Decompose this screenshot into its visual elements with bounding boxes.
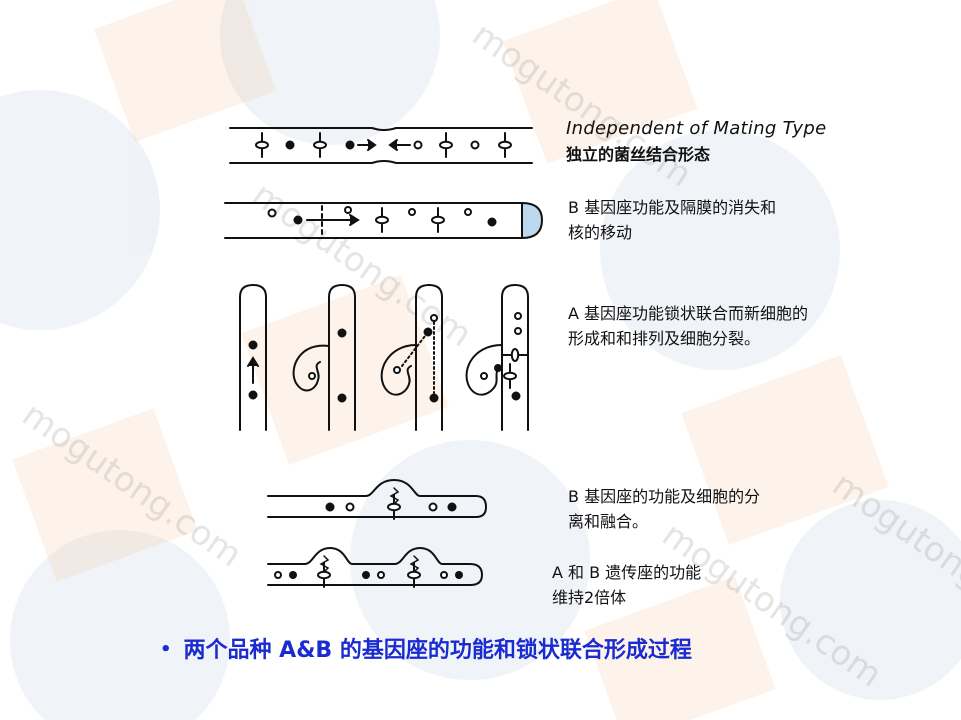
step3-caption-line2: 离和融合。 [568,512,649,531]
stage5-dikaryon [267,546,483,588]
watermark-blocks [12,0,889,720]
step2-caption-line1: A 基因座功能锁状联合而新细胞的 [568,304,809,323]
step1-caption-line2: 核的移动 [568,223,633,242]
step1-caption-line1: B 基因座功能及隔膜的消失和 [568,198,777,217]
diagram-title-cn: 独立的菌丝结合形态 [566,145,711,164]
step4-caption-line2: 维持2倍体 [552,588,627,607]
summary-line: • 两个品种 A&B 的基因座的功能和锁状联合形成过程 [160,632,692,664]
step2-caption-line2: 形成和和排列及细胞分裂。 [568,329,761,348]
step3-caption-line1: B 基因座的功能及细胞的分 [568,487,761,506]
stage4-cell-separation [267,478,487,520]
step4-caption-line1: A 和 B 遗传座的功能 [552,563,702,582]
stage3-clamp-formation [239,283,529,431]
diagram-title: Independent of Mating Type [566,118,827,139]
summary-text: 两个品种 A&B 的基因座的功能和锁状联合形成过程 [183,638,692,663]
bullet-icon: • [160,639,172,660]
stage1-hyphal-fusion [229,127,533,164]
stage2-nuclear-migration [224,201,544,240]
